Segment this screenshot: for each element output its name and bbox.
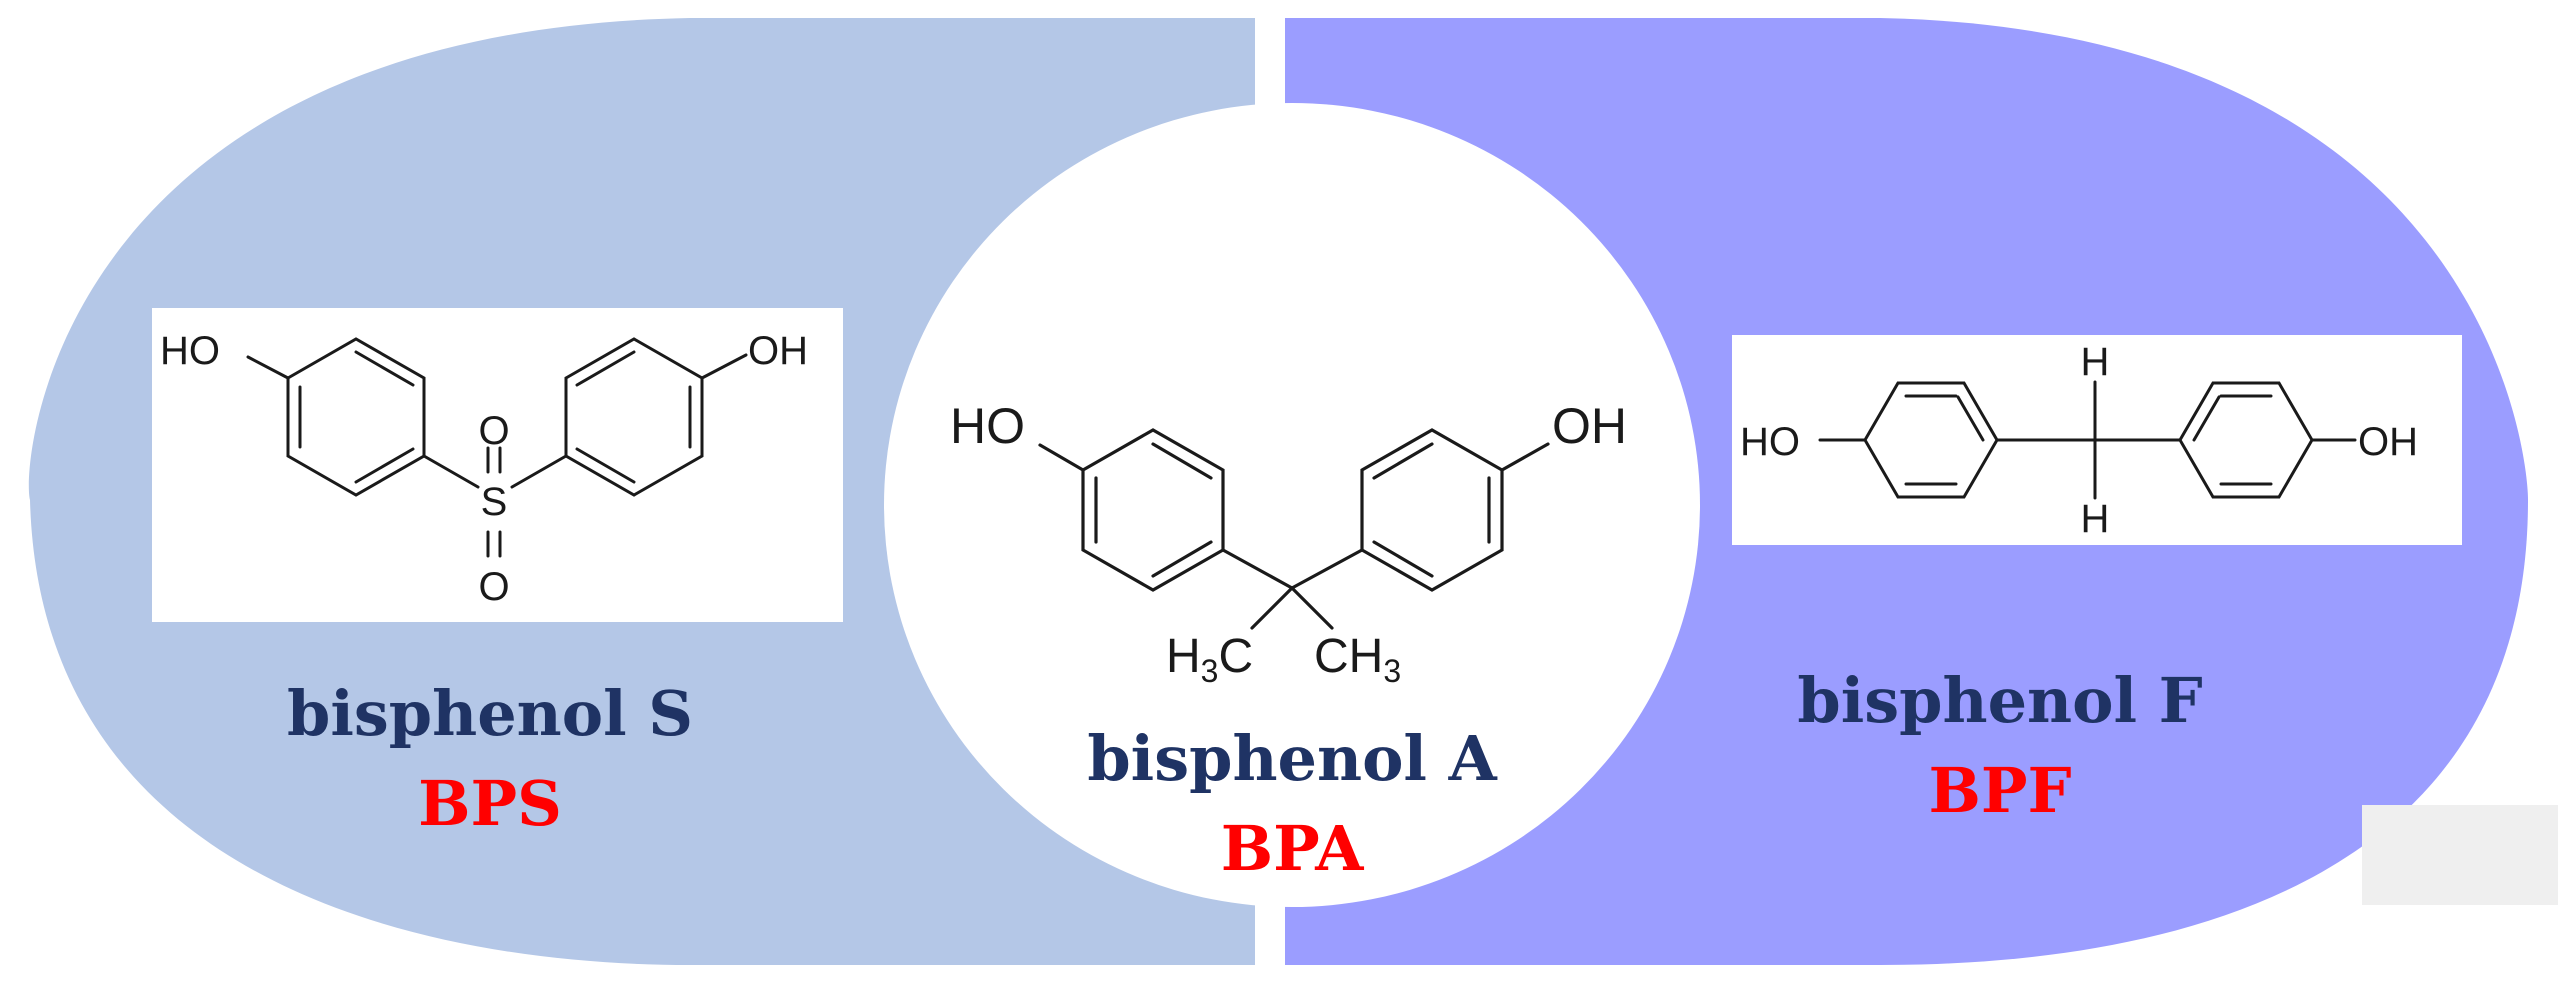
- bpf-h-bottom-label: H: [2081, 497, 2110, 541]
- bps-o-top-label: O: [478, 409, 509, 453]
- bpf-oh-label: OH: [2358, 420, 2418, 464]
- bpa-abbr: BPA: [1221, 812, 1365, 885]
- bpa-methyl-right-label: CH3: [1314, 630, 1401, 689]
- bps-abbr: BPS: [418, 767, 562, 840]
- bpa-name: bisphenol A: [1087, 722, 1497, 795]
- bps-s-label: S: [481, 480, 508, 524]
- bpa-methyl-right-c: CH: [1314, 630, 1383, 683]
- bpf-structure: HO OH H H: [1732, 335, 2462, 545]
- bpa-methyl-left-sub: 3: [1201, 653, 1219, 689]
- bpa-oh-label: OH: [1552, 398, 1627, 454]
- gray-box: [2362, 805, 2558, 905]
- bps-oh-label: OH: [748, 329, 808, 373]
- bpa-methyl-left-c: C: [1218, 630, 1253, 683]
- bpf-name: bisphenol F: [1797, 664, 2202, 737]
- bps-structure: HO OH O S O: [152, 308, 843, 622]
- bps-o-bottom-label: O: [478, 565, 509, 609]
- bpa-methyl-left-label: H3C: [1166, 630, 1253, 689]
- bpf-abbr: BPF: [1928, 754, 2071, 827]
- bps-name: bisphenol S: [287, 677, 693, 750]
- bpa-structure: HO OH H3C CH3: [950, 398, 1627, 689]
- center-circle: [884, 103, 1700, 907]
- bpf-ho-label: HO: [1740, 420, 1800, 464]
- bpf-h-top-label: H: [2081, 340, 2110, 384]
- bps-ho-label: HO: [160, 329, 220, 373]
- bps-structure-box: [152, 308, 843, 622]
- bpa-ho-label: HO: [950, 398, 1025, 454]
- bpa-methyl-left-h: H: [1166, 630, 1201, 683]
- bpa-methyl-right-sub: 3: [1383, 653, 1401, 689]
